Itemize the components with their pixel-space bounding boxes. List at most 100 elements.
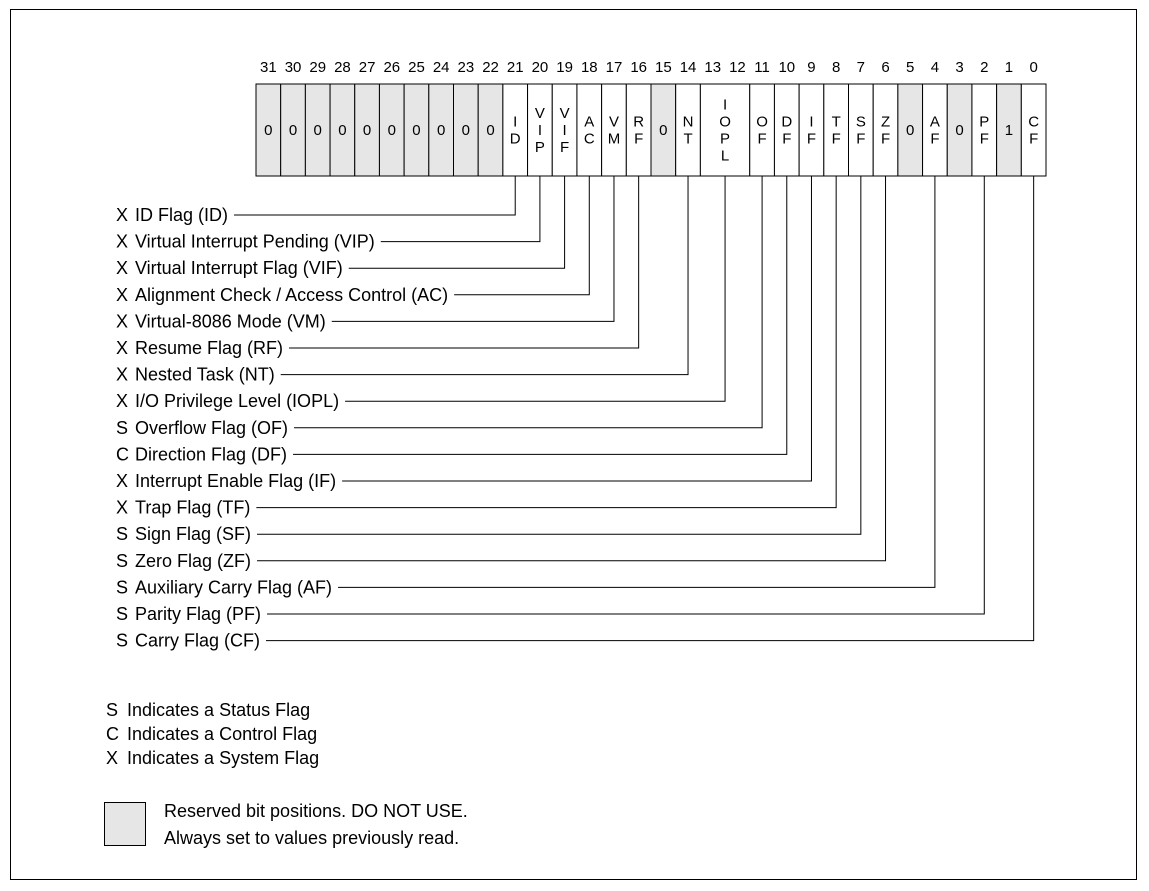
flag-name: ID Flag (ID) [135, 205, 228, 225]
bit-label-char: I [563, 122, 567, 139]
flag-type: S [116, 418, 128, 438]
bit-number: 18 [581, 59, 598, 76]
reserved-bit-cell [304, 83, 331, 177]
flag-type: S [116, 577, 128, 597]
bit-value: 0 [363, 122, 371, 139]
reserved-bit-cell [946, 83, 973, 177]
bit-number: 15 [655, 59, 672, 76]
bit-label-char: F [634, 131, 643, 148]
bit-label-char: O [756, 114, 768, 131]
bit-number: 13 [704, 59, 721, 76]
leader-line [294, 176, 763, 429]
bit-number: 29 [309, 59, 326, 76]
bit-label-char: R [633, 114, 644, 131]
bit-label-char: I [513, 114, 517, 131]
bit-label-char: F [758, 131, 767, 148]
bit-value: 0 [338, 122, 346, 139]
flag-name: Parity Flag (PF) [135, 604, 261, 624]
bit-label-char: P [979, 114, 989, 131]
flag-bit-cell [773, 83, 800, 177]
bit-label-char: S [856, 114, 866, 131]
leader-line [338, 176, 936, 588]
bit-number: 0 [1029, 59, 1037, 76]
leader-line [256, 176, 837, 509]
bit-label-char: A [930, 114, 940, 131]
reserved-bit-cell [354, 83, 380, 177]
bit-number: 28 [334, 59, 351, 76]
flag-bit-cell [749, 83, 775, 177]
bit-number: 20 [532, 59, 549, 76]
bit-value: 0 [264, 122, 272, 139]
flag-name: Virtual Interrupt Flag (VIF) [135, 258, 343, 278]
flag-bit-cell [601, 83, 627, 177]
bit-number: 8 [832, 59, 840, 76]
bit-number: 12 [729, 59, 746, 76]
reserved-note-line1: Reserved bit positions. DO NOT USE. [164, 801, 468, 821]
leader-line [280, 176, 689, 376]
flag-name: I/O Privilege Level (IOPL) [135, 391, 339, 411]
flag-type: S [116, 524, 128, 544]
bit-value: 0 [462, 122, 470, 139]
flag-name: Nested Task (NT) [135, 365, 275, 385]
bit-value: 0 [388, 122, 396, 139]
leader-line [266, 176, 1035, 642]
bit-label-char: V [609, 114, 619, 131]
bit-label-char: F [930, 131, 939, 148]
bit-value: 0 [486, 122, 494, 139]
flag-type: C [116, 444, 129, 464]
flag-type-legend: S Indicates a Status Flag C Indicates a … [106, 698, 319, 770]
bit-number: 16 [630, 59, 647, 76]
flag-type: X [116, 285, 128, 305]
bit-label-char: V [560, 105, 570, 122]
flag-type: X [116, 258, 128, 278]
flag-type: X [116, 311, 128, 331]
flag-name: Direction Flag (DF) [135, 444, 287, 464]
legend-system: X Indicates a System Flag [106, 748, 320, 768]
bit-number: 5 [906, 59, 914, 76]
flag-type: X [116, 338, 128, 358]
flag-name: Resume Flag (RF) [135, 338, 283, 358]
flag-type: X [116, 365, 128, 385]
reserved-bit-cell [477, 83, 504, 177]
reserved-bit-cell [403, 83, 430, 177]
leader-line [342, 176, 812, 482]
diagram-frame [10, 9, 1137, 880]
flag-bit-cell [576, 83, 603, 177]
flag-name: Virtual Interrupt Pending (VIP) [135, 232, 375, 252]
reserved-bit-cell [996, 83, 1022, 177]
bit-number: 7 [857, 59, 865, 76]
flag-type: X [116, 498, 128, 518]
bit-label-char: P [720, 131, 730, 148]
bit-value: 0 [412, 122, 420, 139]
bit-label-char: I [538, 122, 542, 139]
leader-line [380, 176, 541, 243]
leader-line [289, 176, 640, 349]
bit-label-char: D [510, 131, 521, 148]
flag-bit-cell [848, 83, 874, 177]
leader-line [331, 176, 615, 322]
flag-type: X [116, 391, 128, 411]
reserved-bit-cell [428, 83, 454, 177]
leader-line [454, 176, 590, 296]
bit-label-char: C [584, 131, 595, 148]
bit-label-char: F [807, 131, 816, 148]
bit-label-char: L [721, 148, 729, 165]
legend-status: S Indicates a Status Flag [106, 700, 311, 720]
bit-label-char: F [856, 131, 865, 148]
flag-name: Overflow Flag (OF) [135, 418, 288, 438]
flag-type: X [116, 205, 128, 225]
bit-number: 23 [458, 59, 475, 76]
bit-number: 17 [606, 59, 623, 76]
bit-number: 14 [680, 59, 697, 76]
reserved-swatch [104, 802, 146, 846]
flag-bit-cell [551, 83, 578, 177]
flag-bit-cell [527, 83, 553, 177]
bit-number: 2 [980, 59, 988, 76]
bit-label-char: N [683, 114, 694, 131]
bit-value: 0 [955, 122, 963, 139]
bit-number: 30 [285, 59, 302, 76]
reserved-bit-cell [329, 83, 356, 177]
bit-label-char: M [608, 131, 621, 148]
reserved-note-line2: Always set to values previously read. [164, 828, 460, 848]
